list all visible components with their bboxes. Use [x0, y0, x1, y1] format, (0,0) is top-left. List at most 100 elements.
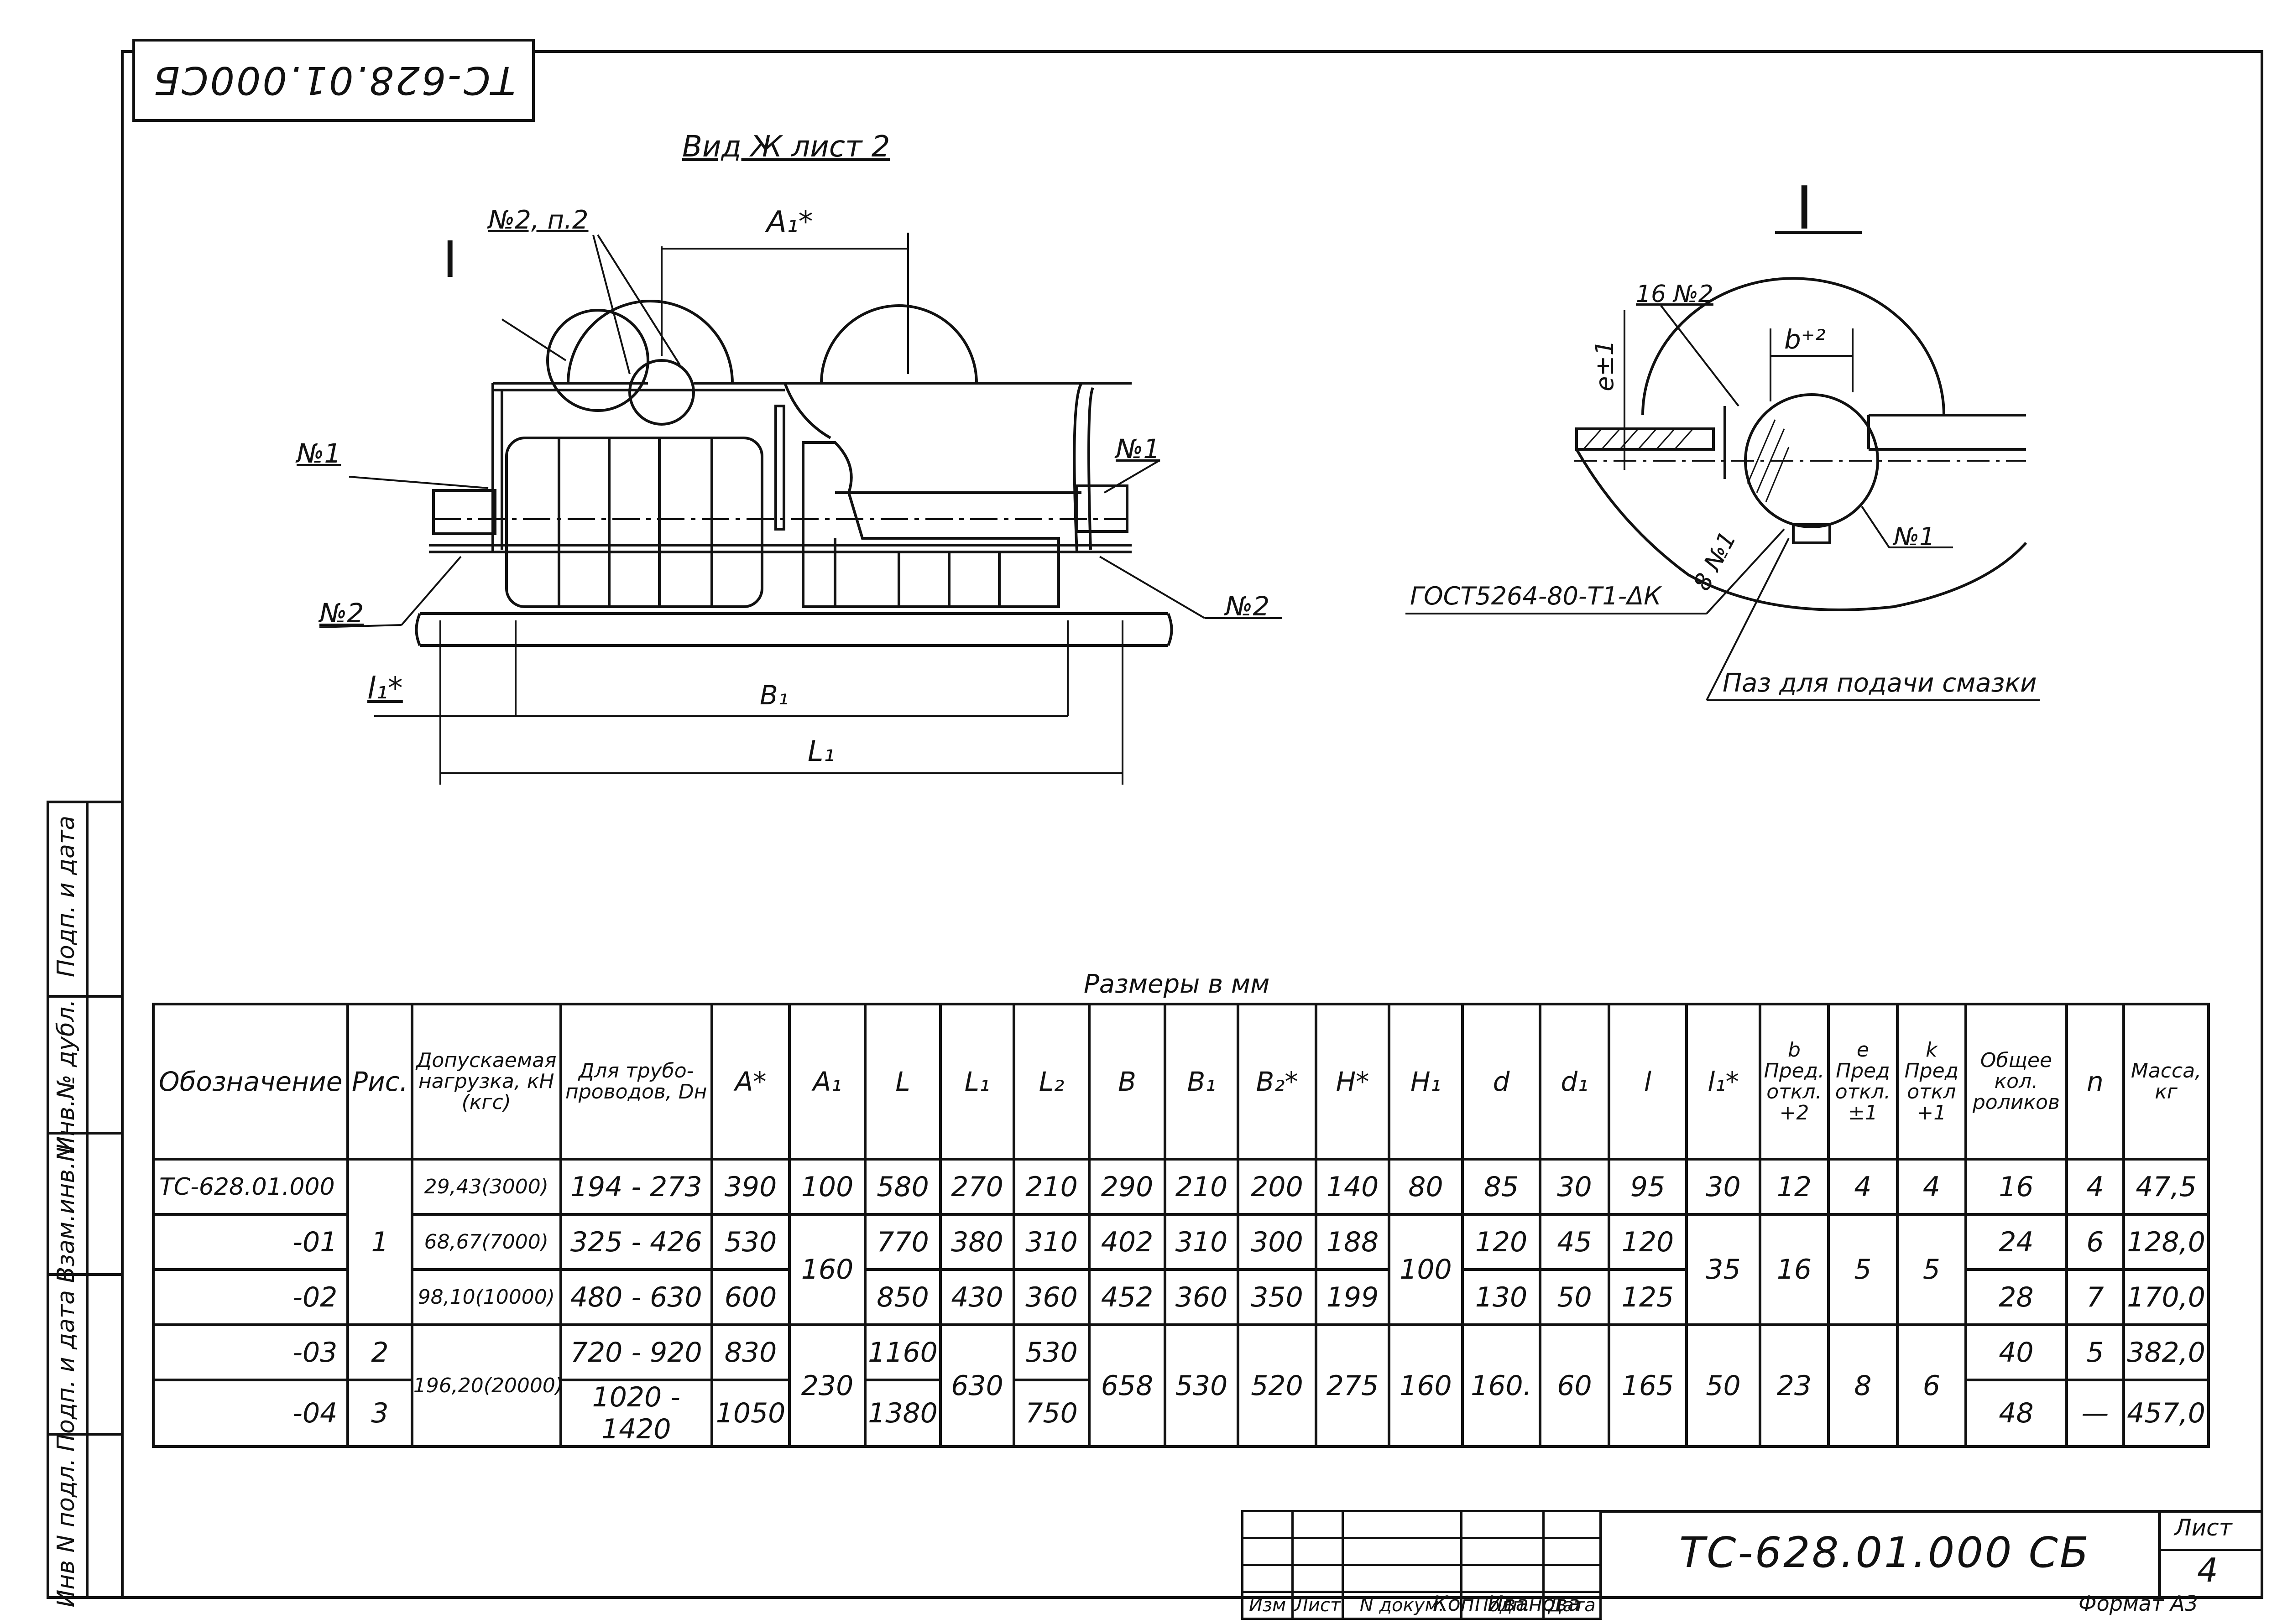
cell-n: 7	[2065, 1268, 2126, 1326]
cell-a: 600	[710, 1268, 791, 1326]
title-block-designation: ТС-628.01.000 СБ	[1679, 1528, 2090, 1577]
cell-e: 8	[1827, 1323, 1899, 1448]
cell-d1: 45	[1539, 1213, 1610, 1271]
cell-mass: 457,0	[2122, 1379, 2210, 1448]
cell-mass: 382,0	[2122, 1323, 2210, 1381]
th-L2: L₂	[1012, 1003, 1091, 1161]
label-part-1-left: №1	[297, 438, 341, 469]
cell-H: 199	[1314, 1268, 1391, 1326]
cell-a1: 230	[788, 1323, 867, 1448]
cell-H1: 80	[1388, 1158, 1464, 1216]
cell-a1: 160	[788, 1213, 867, 1326]
cell-a: 1050	[710, 1379, 791, 1448]
callout-roman-numeral: I	[443, 230, 458, 289]
th-a1: A₁	[788, 1003, 867, 1161]
table-row: -03 2 196,20(20000) 720 - 920 830 230 11…	[151, 1323, 2210, 1448]
tb-col-podp: Подп.	[1460, 1591, 1545, 1620]
cell-B2: 300	[1237, 1213, 1317, 1271]
cell-fig: 2	[346, 1323, 413, 1381]
dim-e-tolerance: e±1	[1590, 340, 1619, 391]
cell-mass: 170,0	[2122, 1268, 2210, 1326]
th-rollers: Общее кол. роликов	[1964, 1003, 2068, 1161]
cell-l1: 50	[1685, 1323, 1761, 1448]
th-e-tol: e Пред откл. ±1	[1827, 1003, 1899, 1161]
th-k-tol: k Пред откл +1	[1896, 1003, 1968, 1161]
cell-B: 658	[1088, 1323, 1166, 1448]
cell-k: 5	[1896, 1213, 1968, 1326]
cell-a: 390	[710, 1158, 791, 1216]
title-block-revisions: Изм Лист N докум. Подп. Дата	[1241, 1510, 1602, 1620]
cell-L: 1380	[863, 1379, 942, 1448]
cell-dn: 480 - 630	[559, 1268, 713, 1326]
dim-b1: B₁	[760, 680, 789, 711]
cell-a: 830	[710, 1323, 791, 1381]
cell-load: 98,10(10000)	[410, 1268, 562, 1326]
side-stamp-strip	[47, 801, 122, 1599]
cell-a: 530	[710, 1213, 791, 1271]
th-d1: d₁	[1539, 1003, 1610, 1161]
cell-L: 770	[863, 1213, 942, 1271]
cell-B1: 530	[1163, 1323, 1240, 1448]
cell-L1: 430	[939, 1268, 1015, 1326]
cell-d: 160.	[1461, 1323, 1542, 1448]
table-caption: Размеры в мм	[1084, 969, 1270, 999]
table-row: ТС-628.01.000 1 29,43(3000) 194 - 273 39…	[151, 1158, 2210, 1326]
th-B1: B₁	[1163, 1003, 1240, 1161]
cell-dn: 1020 - 1420	[559, 1379, 713, 1448]
cell-L2: 210	[1012, 1158, 1091, 1216]
dim-l1-star: l₁*	[367, 671, 403, 706]
cell-code: -03	[151, 1323, 350, 1381]
drawing-frame	[121, 50, 2263, 1599]
cell-dn: 325 - 426	[559, 1213, 713, 1271]
th-pipe-dn: Для трубо-проводов, Dн	[559, 1003, 713, 1161]
cell-B1: 360	[1163, 1268, 1240, 1326]
th-B2: B₂*	[1237, 1003, 1317, 1161]
cell-rollers: 16	[1964, 1158, 2068, 1216]
copied-by: Коп. Иванова	[1433, 1591, 1581, 1616]
th-d: d	[1461, 1003, 1542, 1161]
dim-L1: L₁	[808, 734, 835, 768]
cell-n: 6	[2065, 1213, 2126, 1271]
cell-L1: 270	[939, 1158, 1015, 1216]
cell-dn: 194 - 273	[559, 1158, 713, 1216]
cell-mass: 128,0	[2122, 1213, 2210, 1271]
cell-H: 140	[1314, 1158, 1391, 1216]
th-L: L	[863, 1003, 942, 1161]
cell-e: 5	[1827, 1213, 1899, 1326]
cell-H: 188	[1314, 1213, 1391, 1271]
label-part-2-right: №2	[1225, 591, 1270, 622]
cell-fig: 3	[346, 1379, 413, 1448]
label-part-1-detail: №1	[1894, 522, 1935, 551]
cell-n: 4	[2065, 1158, 2126, 1216]
cell-load: 29,43(3000)	[410, 1158, 562, 1216]
sheet-format: Формат А3	[2079, 1591, 2198, 1616]
weld-spec-label: ГОСТ5264-80-Т1-ΔК	[1410, 582, 1661, 610]
th-fig: Рис.	[346, 1003, 413, 1161]
th-mass: Масса, кг	[2122, 1003, 2210, 1161]
cell-mass: 47,5	[2122, 1158, 2210, 1216]
th-L1: L₁	[939, 1003, 1015, 1161]
th-H1: H₁	[1388, 1003, 1464, 1161]
cell-load: 68,67(7000)	[410, 1213, 562, 1271]
cell-L2: 530	[1012, 1323, 1091, 1381]
cell-B2: 200	[1237, 1158, 1317, 1216]
cell-l1: 35	[1685, 1213, 1761, 1326]
label-part-2-left: №2	[319, 598, 364, 629]
title-block-sheet-box	[2158, 1510, 2263, 1599]
cell-code: -02	[151, 1268, 350, 1326]
table-row: -04 3 1020 - 1420 1050 1380 750 48 — 457…	[151, 1379, 2210, 1448]
cell-e: 4	[1827, 1158, 1899, 1216]
cell-a1: 100	[788, 1158, 867, 1216]
cell-fig: 1	[346, 1158, 413, 1326]
cell-H1: 100	[1388, 1213, 1464, 1326]
th-load: Допускаемая нагрузка, кН (кгс)	[410, 1003, 562, 1161]
table-header-row: Обозначение Рис. Допускаемая нагрузка, к…	[151, 1003, 2210, 1161]
cell-B: 402	[1088, 1213, 1166, 1271]
th-B: B	[1088, 1003, 1166, 1161]
cell-l1: 30	[1685, 1158, 1761, 1216]
cell-B: 452	[1088, 1268, 1166, 1326]
cell-B2: 520	[1237, 1323, 1317, 1448]
cell-d: 130	[1461, 1268, 1542, 1326]
cell-b: 16	[1758, 1213, 1830, 1326]
cell-d1: 30	[1539, 1158, 1610, 1216]
